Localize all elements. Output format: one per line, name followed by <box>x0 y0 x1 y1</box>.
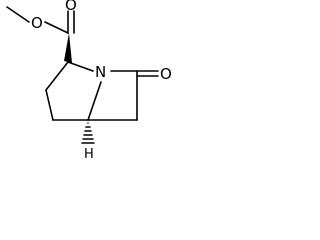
bond-oxygen-carbonyl-carbon <box>44 21 69 34</box>
molecule-structure: O O N O H <box>6 0 172 162</box>
atom-label-ring-nitrogen: N <box>95 63 106 81</box>
bond-c2-c3 <box>45 61 69 91</box>
atom-label-ester-oxygen: O <box>31 14 43 32</box>
bond-c3-c4 <box>45 89 54 121</box>
atom-label-bridgehead-hydrogen: H <box>84 147 94 162</box>
bond-c2-n <box>67 61 94 72</box>
bond-c5-n <box>87 81 102 121</box>
wedge-bond-c2-ester <box>64 33 72 63</box>
hashed-wedge-bond-h <box>81 122 95 144</box>
atom-label-carbonyl-oxygen: O <box>65 0 77 14</box>
atom-label-lactam-oxygen: O <box>160 65 172 83</box>
bond-methyl-oxygen <box>6 6 30 23</box>
